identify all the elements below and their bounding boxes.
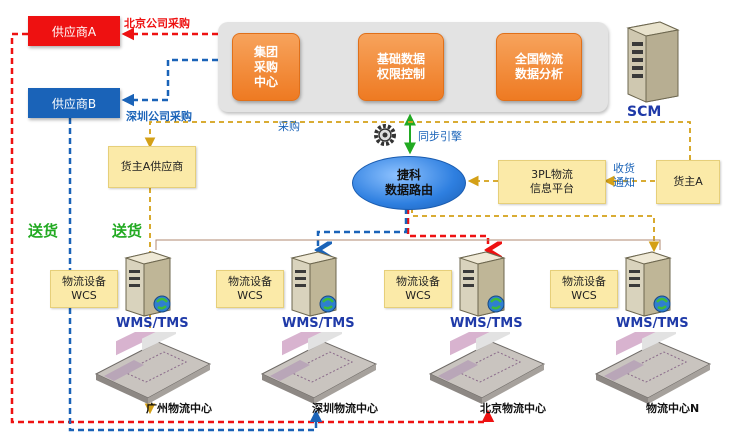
- delivery-label-right: 送货: [112, 222, 143, 240]
- wms-tms-label: WMS/TMS: [616, 316, 689, 331]
- wms-tms-label: WMS/TMS: [282, 316, 355, 331]
- center-name-label: 广州物流中心: [146, 402, 212, 415]
- base-data-permission[interactable]: 基础数据 权限控制: [358, 33, 444, 101]
- group-purchase-center[interactable]: 集团 采购 中心: [232, 33, 300, 101]
- blue-purchase-line: [121, 58, 218, 107]
- wcs-device-box[interactable]: 物流设备 WCS: [50, 270, 118, 308]
- delivery-label-left: 送货: [28, 222, 59, 240]
- receive-notice-label: 收货 通知: [613, 162, 635, 189]
- purchase-label: 采购: [278, 120, 300, 133]
- supplier-b-box[interactable]: 供应商B: [28, 88, 120, 118]
- beijing-purchase-label: 北京公司采购: [124, 17, 190, 30]
- 3pl-platform-box[interactable]: 3PL物流 信息平台: [498, 160, 606, 204]
- red-router-line: [406, 208, 488, 250]
- supplier-a-box[interactable]: 供应商A: [28, 16, 120, 46]
- server-icon: [622, 250, 676, 318]
- warehouse-icon: [94, 321, 212, 404]
- wcs-device-box[interactable]: 物流设备 WCS: [216, 270, 284, 308]
- center-name-label: 深圳物流中心: [312, 402, 378, 415]
- warehouse-icon: [260, 321, 378, 404]
- server-icon: [122, 250, 176, 318]
- scm-server-icon: [622, 20, 682, 104]
- warehouse-icon: [428, 321, 546, 404]
- gear-icon: [372, 122, 398, 148]
- wcs-device-box[interactable]: 物流设备 WCS: [384, 270, 452, 308]
- warehouse-icon: [594, 321, 712, 404]
- scm-label: SCM: [627, 104, 662, 120]
- sync-engine-label: 同步引擎: [418, 130, 462, 143]
- gold-router-n-line: [411, 208, 660, 253]
- national-logistics-analysis[interactable]: 全国物流 数据分析: [496, 33, 582, 101]
- wms-tms-label: WMS/TMS: [116, 316, 189, 331]
- server-icon: [288, 250, 342, 318]
- server-icon: [456, 250, 510, 318]
- data-router[interactable]: 捷科 数据路由: [352, 156, 466, 210]
- center-name-label: 物流中心N: [646, 402, 700, 415]
- cargo-owner-box[interactable]: 货主A: [656, 160, 720, 204]
- center-name-label: 北京物流中心: [480, 402, 546, 415]
- wms-tms-label: WMS/TMS: [450, 316, 523, 331]
- distribution-line: [155, 239, 661, 250]
- blue-router-line: [318, 208, 408, 250]
- cargo-supplier-box[interactable]: 货主A供应商: [108, 146, 196, 188]
- shenzhen-purchase-label: 深圳公司采购: [126, 110, 192, 123]
- wcs-device-box[interactable]: 物流设备 WCS: [550, 270, 618, 308]
